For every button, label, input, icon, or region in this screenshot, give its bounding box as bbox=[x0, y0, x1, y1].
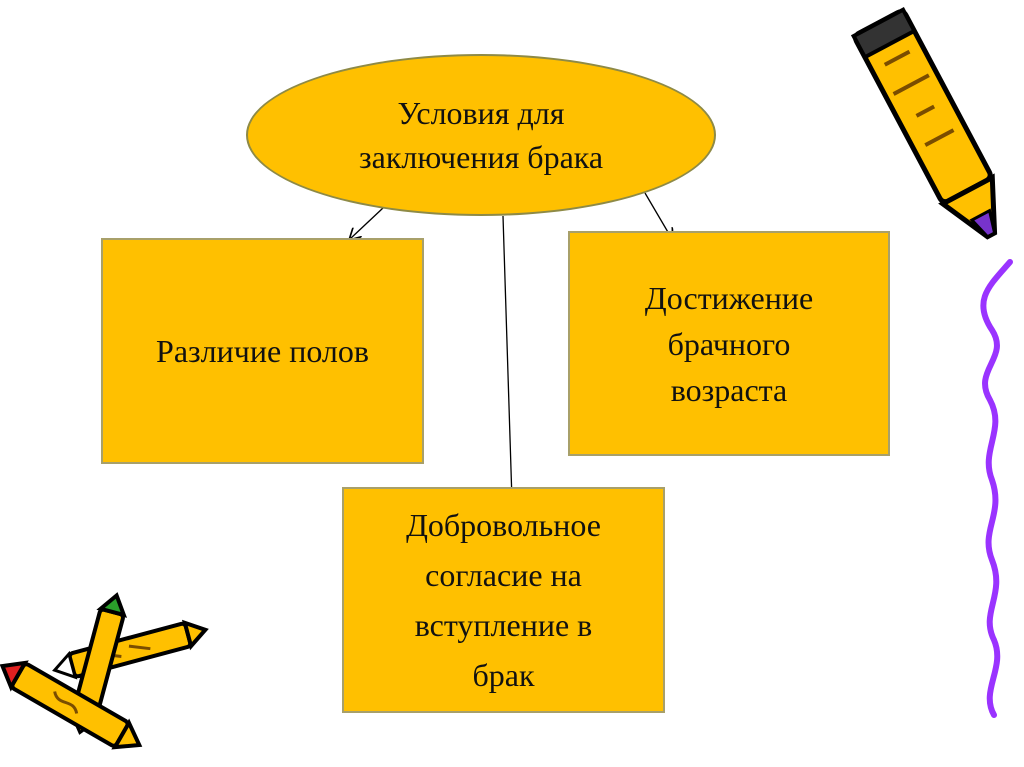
central-node-line-2: заключения брака bbox=[359, 135, 603, 179]
box-marriage-age-line-3: возраста bbox=[645, 367, 813, 413]
arrow-to-left-box bbox=[350, 208, 383, 239]
box-marriage-age: Достижение брачного возраста bbox=[568, 231, 890, 456]
central-node-line-1: Условия для bbox=[359, 91, 603, 135]
squiggle-line bbox=[983, 262, 1010, 715]
box-gender-difference-label: Различие полов bbox=[156, 328, 369, 374]
box-voluntary-consent-line-4: брак bbox=[406, 650, 601, 700]
central-node: Условия для заключения брака bbox=[246, 54, 716, 216]
box-voluntary-consent-line-3: вступление в bbox=[406, 600, 601, 650]
box-voluntary-consent-line-2: согласие на bbox=[406, 550, 601, 600]
box-marriage-age-line-1: Достижение bbox=[645, 275, 813, 321]
box-marriage-age-line-2: брачного bbox=[645, 321, 813, 367]
crossed-pencils-icon bbox=[0, 592, 208, 757]
box-voluntary-consent: Добровольное согласие на вступление в бр… bbox=[342, 487, 665, 713]
box-voluntary-consent-line-1: Добровольное bbox=[406, 500, 601, 550]
box-gender-difference: Различие полов bbox=[101, 238, 424, 464]
arrow-to-bottom-box bbox=[503, 216, 512, 501]
pencil-icon bbox=[854, 10, 1016, 248]
